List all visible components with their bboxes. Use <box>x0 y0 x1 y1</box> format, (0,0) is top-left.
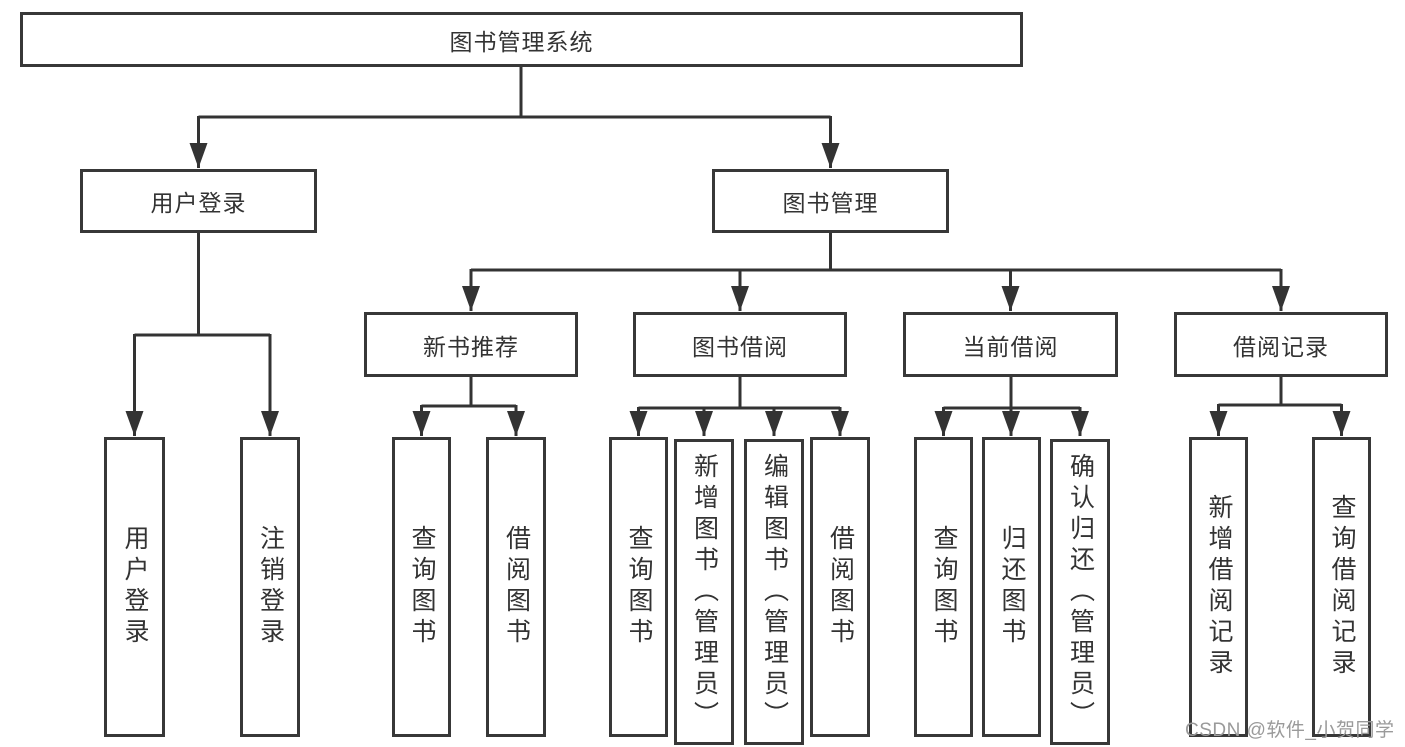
leaf-label: 用户登录 <box>121 525 149 649</box>
node-label: 用户登录 <box>150 190 247 216</box>
node-new-book-recommend: 新书推荐 <box>364 312 578 377</box>
csdn-watermark: CSDN @软件_小贺同学 <box>1185 720 1395 741</box>
leaf-label: 查询借阅记录 <box>1328 494 1356 680</box>
leaf-confirm-return-admin: 确认归还（管理员） <box>1050 439 1110 745</box>
leaf-label: 借阅图书 <box>502 525 531 649</box>
leaf-query-borrow-record: 查询借阅记录 <box>1312 437 1371 737</box>
leaf-label: 注销登录 <box>256 525 285 649</box>
node-label: 图书管理 <box>782 190 879 216</box>
node-label: 新书推荐 <box>423 333 519 360</box>
node-book-borrow: 图书借阅 <box>633 312 847 377</box>
node-borrow-records: 借阅记录 <box>1174 312 1388 377</box>
leaf-add-book-admin: 新增图书（管理员） <box>674 439 734 745</box>
leaf-borrow-books-borrow: 借阅图书 <box>810 437 870 737</box>
leaf-label: 新增借阅记录 <box>1205 494 1233 680</box>
leaf-add-borrow-record: 新增借阅记录 <box>1189 437 1248 737</box>
leaf-label: 借阅图书 <box>826 525 855 649</box>
leaf-query-books-borrow: 查询图书 <box>609 437 668 737</box>
leaf-label: 确认归还（管理员） <box>1066 452 1095 732</box>
leaf-query-books-newbook: 查询图书 <box>392 437 451 737</box>
node-label: 图书借阅 <box>692 333 788 360</box>
leaf-edit-book-admin: 编辑图书（管理员） <box>744 439 804 745</box>
leaf-borrow-books-newbook: 借阅图书 <box>486 437 546 737</box>
leaf-logout: 注销登录 <box>240 437 300 737</box>
leaf-user-login: 用户登录 <box>104 437 165 737</box>
leaf-label: 查询图书 <box>408 525 436 649</box>
leaf-label: 查询图书 <box>625 525 653 649</box>
node-user-login: 用户登录 <box>80 169 317 233</box>
leaf-return-book: 归还图书 <box>982 437 1041 737</box>
node-label: 图书管理系统 <box>449 28 594 55</box>
node-book-management-system: 图书管理系统 <box>20 12 1023 67</box>
leaf-label: 编辑图书（管理员） <box>760 452 789 732</box>
node-label: 当前借阅 <box>962 333 1059 360</box>
leaf-label: 新增图书（管理员） <box>690 452 719 732</box>
connector-trunks <box>134 65 1342 410</box>
leaf-label: 归还图书 <box>998 525 1026 649</box>
node-label: 借阅记录 <box>1233 333 1329 360</box>
node-current-borrow: 当前借阅 <box>903 312 1118 377</box>
leaf-query-books-current: 查询图书 <box>914 437 973 737</box>
leaf-label: 查询图书 <box>930 525 958 649</box>
node-book-management: 图书管理 <box>712 169 949 233</box>
